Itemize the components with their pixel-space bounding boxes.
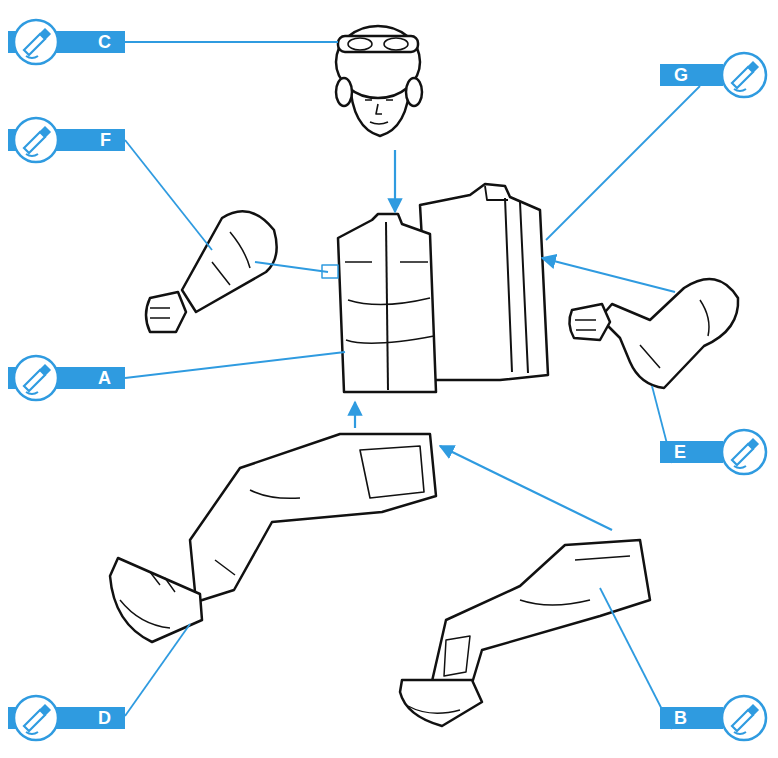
leader-line — [125, 42, 700, 729]
callout-letter: A — [98, 367, 111, 389]
callout-letter: G — [674, 64, 688, 86]
back-part — [420, 184, 548, 380]
torso-part — [322, 214, 436, 392]
callout-letter: D — [98, 707, 111, 729]
callout-letter-box: D — [57, 707, 125, 729]
callout-letter-box: A — [57, 367, 125, 389]
helmet-head-part — [336, 26, 422, 136]
assembly-arrow — [255, 150, 675, 530]
callout-letter: B — [674, 707, 687, 729]
left-arm-part — [146, 211, 277, 332]
callout-letter-box: B — [660, 707, 723, 729]
callout-letter-box: E — [660, 441, 723, 463]
callout-letter: F — [100, 129, 111, 151]
left-leg-part — [110, 434, 436, 642]
right-leg-part — [400, 540, 650, 726]
callout-letter-box: F — [57, 129, 125, 151]
callout-letter-box: G — [660, 64, 723, 86]
callout-letter: E — [674, 441, 686, 463]
callout-letter-box: C — [57, 31, 125, 53]
right-arm-part — [569, 279, 738, 388]
callout-letter: C — [98, 31, 111, 53]
callout-stub — [8, 31, 60, 729]
glue-icon — [14, 20, 766, 740]
